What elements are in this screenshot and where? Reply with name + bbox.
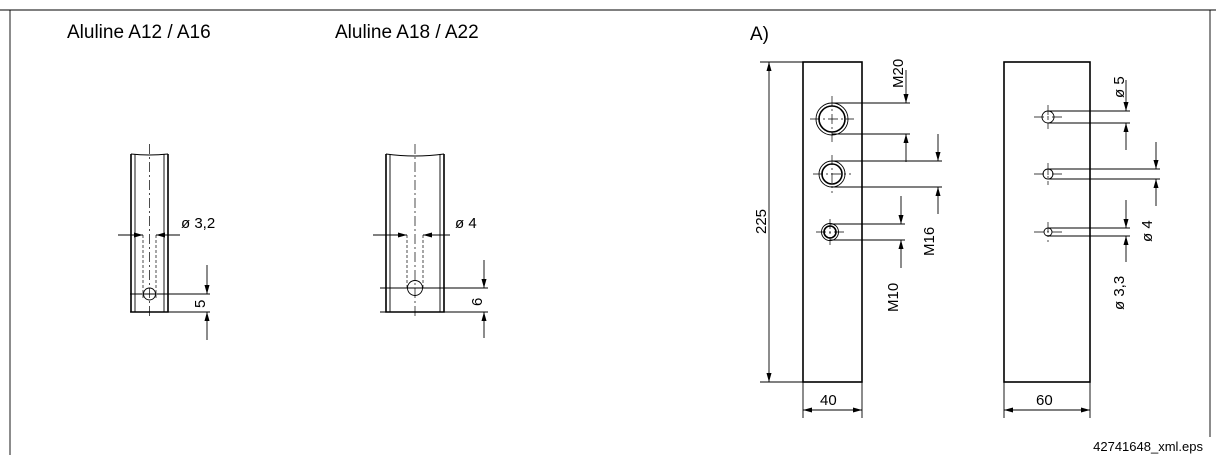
dim-hole-d33: ø 3,3 xyxy=(1111,276,1128,310)
dim-a12-hole-offset: 5 xyxy=(192,300,209,308)
title-aluline-a18-a22: Aluline A18 / A22 xyxy=(335,22,479,43)
block-40-threaded xyxy=(760,61,942,418)
title-detail-a: A) xyxy=(750,24,769,45)
profile-a12-a16 xyxy=(118,144,210,340)
dim-a18-hole-offset: 6 xyxy=(469,298,486,306)
profile-a18-a22 xyxy=(373,144,488,338)
dim-hole-d5: ø 5 xyxy=(1111,76,1128,98)
file-name-label: 42741648_xml.eps xyxy=(1093,439,1203,454)
dim-thread-m20: M20 xyxy=(890,59,907,88)
dim-block-b-width: 60 xyxy=(1036,392,1053,409)
title-aluline-a12-a16: Aluline A12 / A16 xyxy=(67,22,211,43)
dim-hole-d4: ø 4 xyxy=(1139,220,1156,242)
dim-thread-m10: M10 xyxy=(885,283,902,312)
block-60-drilled xyxy=(1003,61,1160,418)
dim-thread-m16: M16 xyxy=(921,227,938,256)
dim-a18-hole-diameter: ø 4 xyxy=(455,215,477,232)
dim-block-height: 225 xyxy=(753,209,770,234)
dim-a12-hole-diameter: ø 3,2 xyxy=(181,215,215,232)
dim-block-a-width: 40 xyxy=(820,392,837,409)
